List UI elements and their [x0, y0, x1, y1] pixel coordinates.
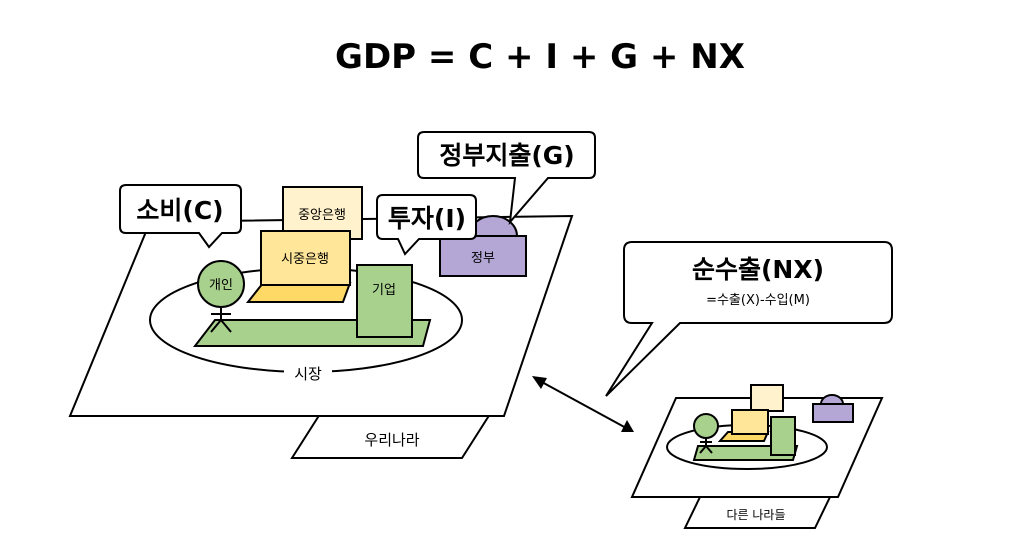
- investment-label: 투자(I): [388, 204, 466, 233]
- other-individual-figure: [693, 413, 719, 454]
- company-label: 기업: [372, 283, 396, 298]
- other-individual-head: [693, 413, 719, 439]
- gdp-formula: GDP = C + I + G + NX: [335, 37, 745, 77]
- other-central-bank-block: [750, 384, 784, 412]
- market-label: 시장: [294, 365, 322, 383]
- central-bank-label: 중앙은행: [298, 207, 346, 223]
- our-country-label: 우리나라: [364, 431, 419, 449]
- company-block: [356, 264, 413, 338]
- net-exports-title: 순수출(NX): [692, 255, 824, 284]
- government-label: 정부: [471, 251, 495, 266]
- trade-arrow-line: [539, 380, 629, 430]
- individual-label: 개인: [209, 278, 233, 293]
- trade-arrow-head-left: [532, 376, 547, 389]
- other-government-dome: [819, 394, 845, 405]
- individual-figure: [197, 260, 245, 333]
- other-government-block: [812, 403, 854, 423]
- commercial-bank-label: 시중은행: [281, 251, 329, 267]
- market-label-mask: [284, 364, 332, 382]
- net-exports-callout: [605, 241, 893, 397]
- net-exports-subtitle: =수출(X)-수입(M): [706, 293, 810, 308]
- government-block: [439, 235, 527, 277]
- consumption-callout: [119, 184, 242, 249]
- consumption-label: 소비(C): [136, 196, 223, 225]
- individual-head: [197, 260, 245, 308]
- other-commercial-bank-block: [731, 409, 769, 435]
- commercial-bank-block: [260, 230, 351, 286]
- government-spending-callout: [417, 131, 596, 226]
- other-company-block: [770, 416, 796, 456]
- investment-callout: [376, 194, 477, 256]
- government-spending-label: 정부지출(G): [439, 141, 574, 170]
- other-countries-label: 다른 나라들: [726, 508, 785, 522]
- trade-arrow-head-right: [621, 420, 634, 432]
